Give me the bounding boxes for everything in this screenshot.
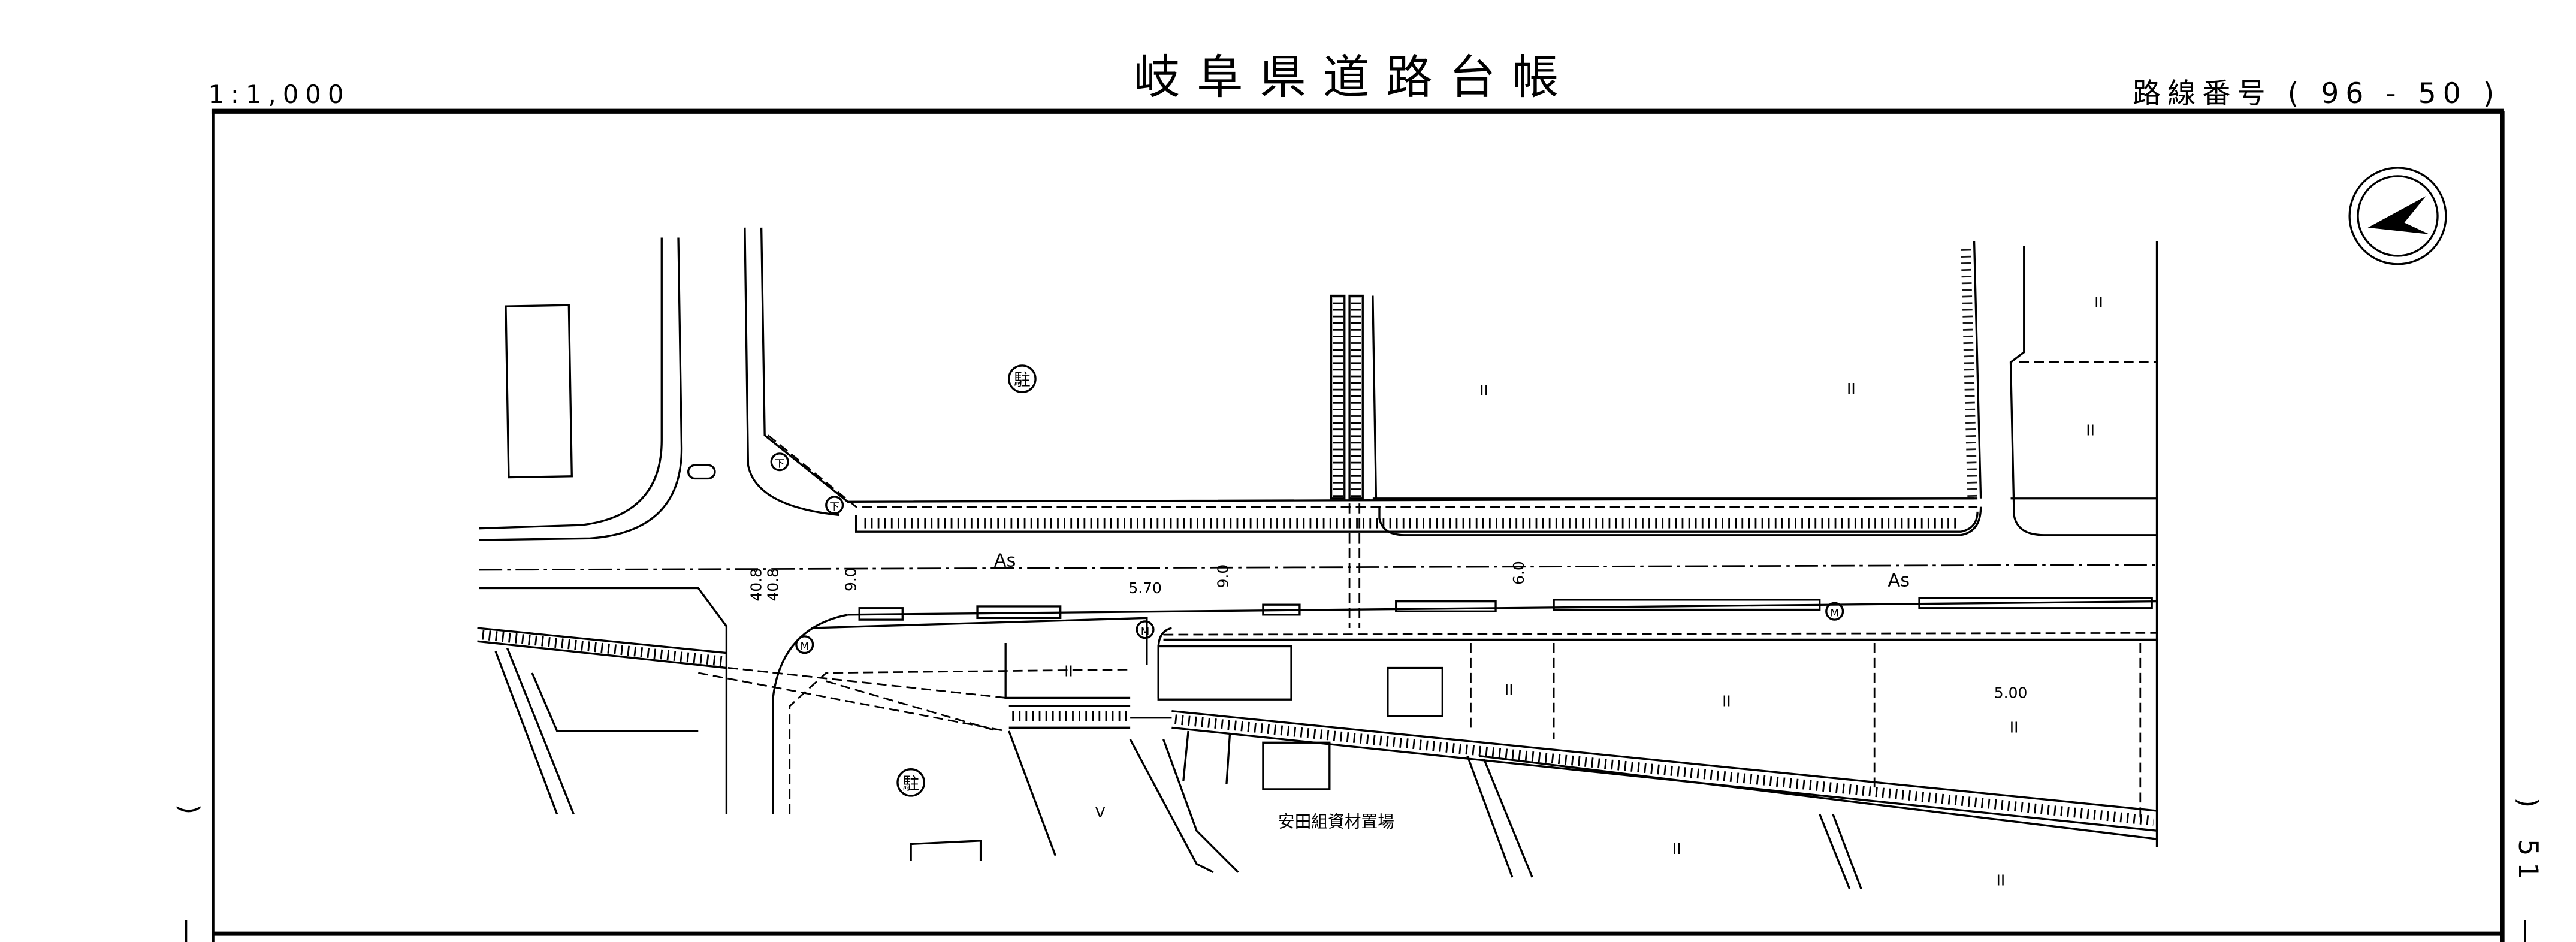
left-margin-paren: ) <box>173 804 204 814</box>
land-mark: II <box>2094 294 2103 311</box>
dimension-label: 6.0 <box>1510 561 1527 585</box>
left-margin-mark: | <box>182 916 191 942</box>
route-number: 路線番号 ( 96 - 50 ) <box>2133 77 2501 110</box>
parking-symbols: 駐 駐 <box>896 364 1037 797</box>
land-mark: II <box>1722 692 1731 709</box>
sheet-frame <box>211 108 2505 942</box>
sheet-title: 岐阜県道路台帳 <box>1134 50 1575 104</box>
width-label: 5.00 <box>1994 684 2028 701</box>
manhole-label: M <box>801 641 809 652</box>
scale-label: 1:1,000 <box>208 80 350 109</box>
land-mark: II <box>2086 421 2095 439</box>
parking-label: 駐 <box>1014 370 1031 390</box>
surface-label: As <box>1888 570 1910 591</box>
surface-label: As <box>994 550 1016 571</box>
land-mark: II <box>1997 872 2006 889</box>
land-mark: II <box>1672 840 1681 858</box>
road-map <box>477 227 2158 889</box>
land-mark: II <box>2010 719 2019 736</box>
land-mark: II <box>1064 662 1073 680</box>
sewer-symbols: 下 下 <box>770 452 844 515</box>
land-mark: II <box>1847 380 1856 397</box>
manhole-label: M <box>1830 608 1838 619</box>
parking-label: 駐 <box>902 774 919 793</box>
right-sheet-number: 51 <box>2512 839 2543 886</box>
manhole-symbols: M M M <box>795 602 1844 654</box>
place-name: 安田組資材置場 <box>1278 812 1394 832</box>
manhole-label: M <box>1141 626 1149 637</box>
width-label: 5.70 <box>1128 579 1162 597</box>
dimension-label: 40.8 <box>748 568 765 602</box>
north-arrow-icon <box>2348 167 2447 265</box>
dimension-label: 40.8 <box>764 568 781 602</box>
right-margin-paren: ) <box>2512 798 2543 808</box>
sewer-label: 下 <box>829 501 839 512</box>
field-mark: V <box>1095 804 1106 821</box>
dimension-label: 9.0 <box>1215 564 1232 588</box>
land-mark: II <box>1505 681 1514 698</box>
right-margin-mark: | <box>2521 916 2530 942</box>
sewer-label: 下 <box>775 458 785 469</box>
dimension-label: 9.0 <box>842 567 860 591</box>
land-mark: II <box>1479 382 1488 399</box>
